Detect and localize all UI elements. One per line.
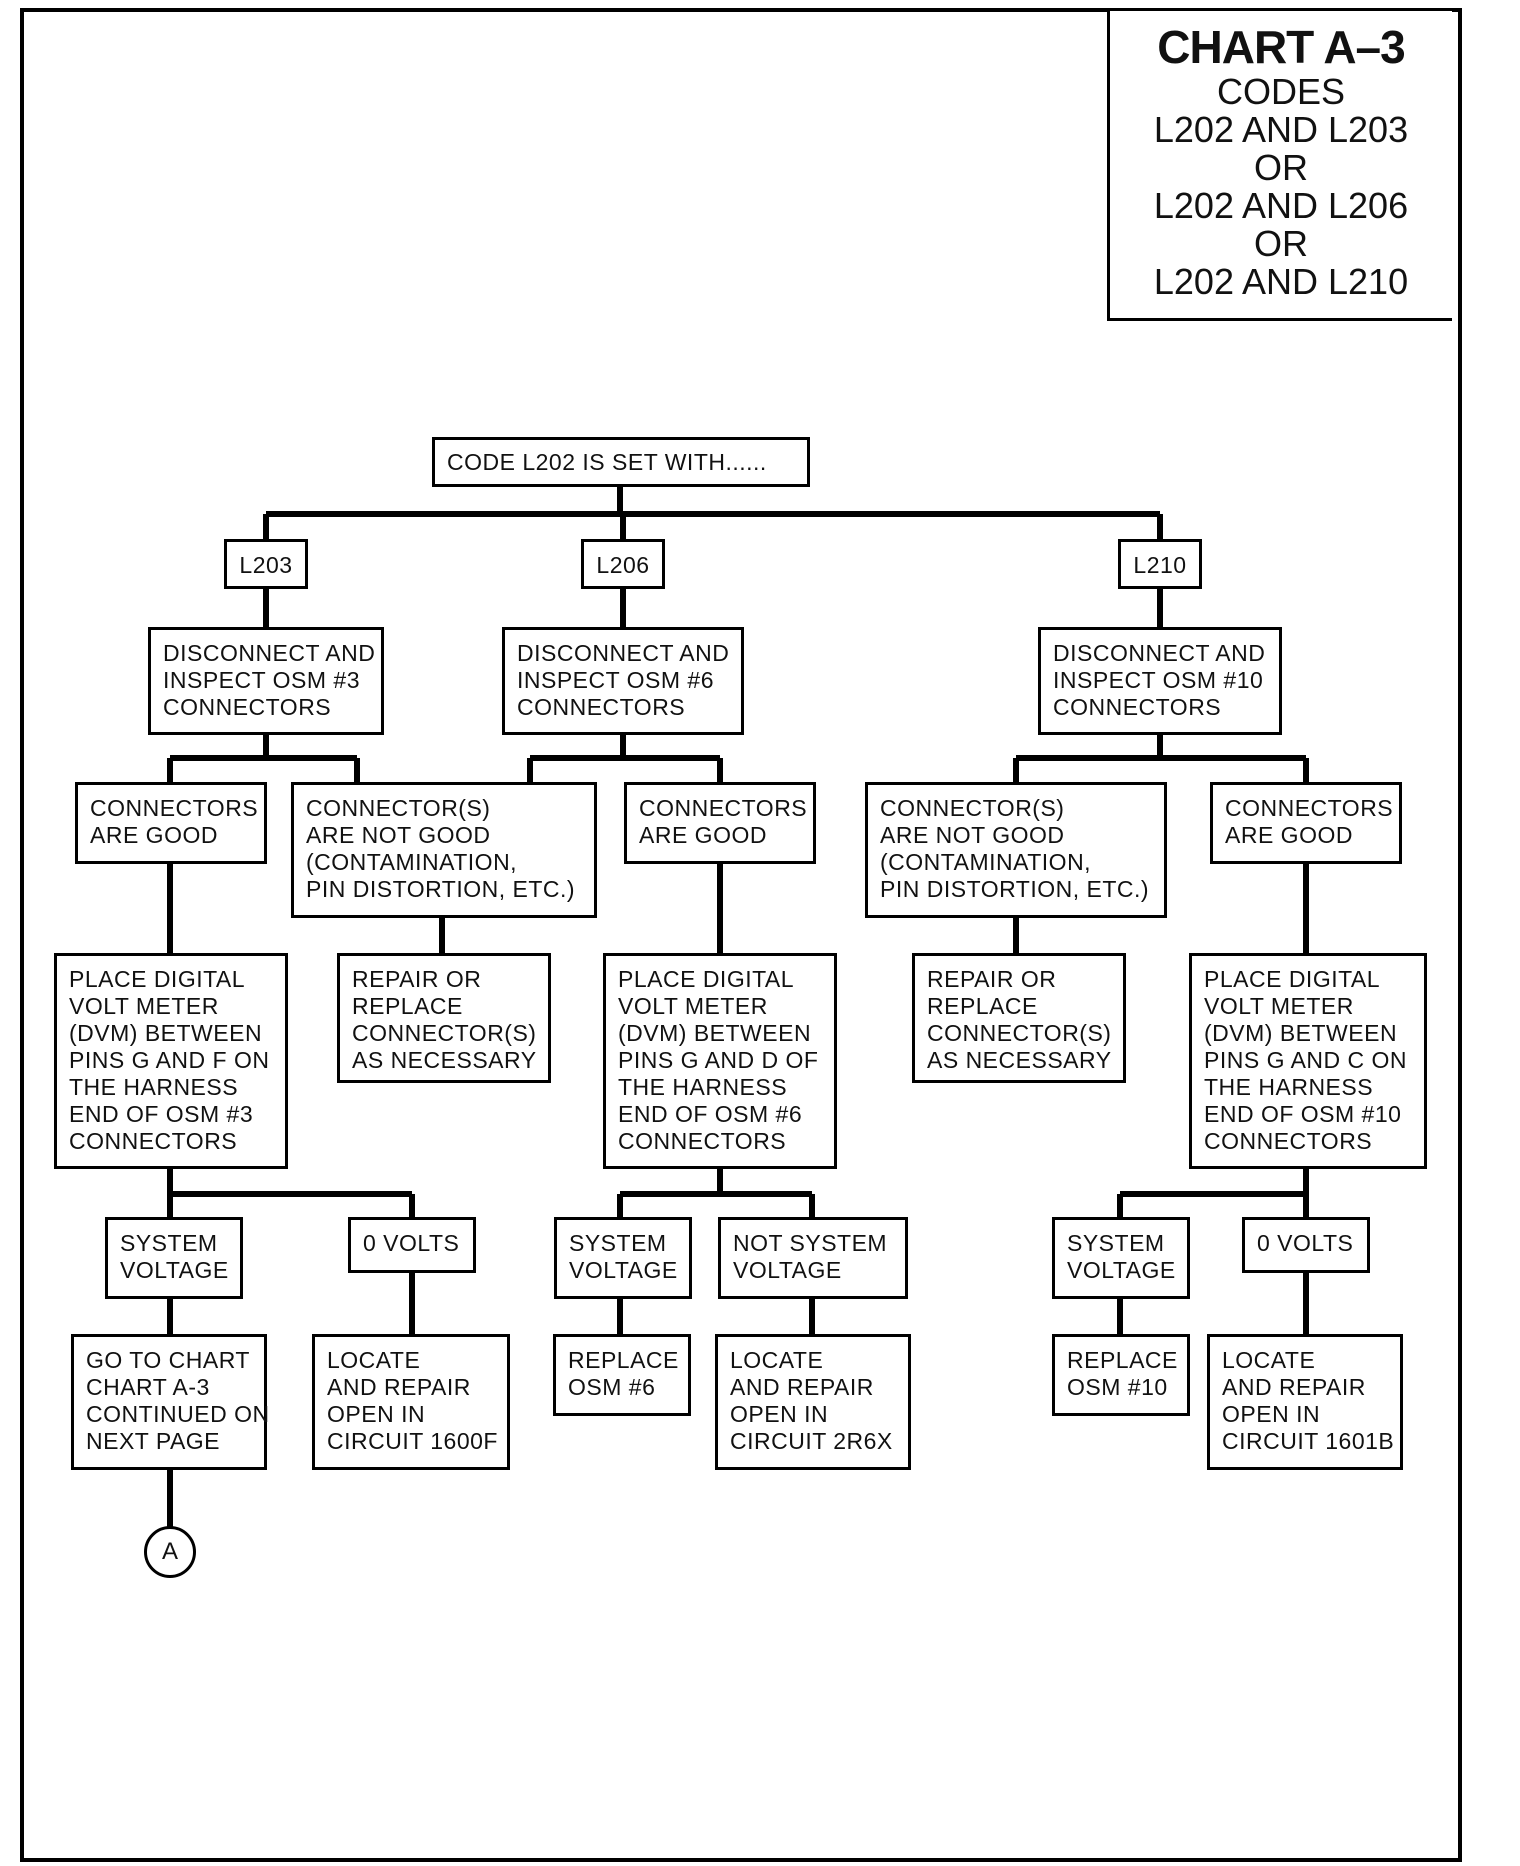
dvm-osm6-node: PLACE DIGITAL VOLT METER (DVM) BETWEEN P… xyxy=(603,953,837,1169)
title-line: OR xyxy=(1254,147,1308,188)
replace-osm6-node: REPLACE OSM #6 xyxy=(553,1334,691,1416)
code-l210-node: L210 xyxy=(1118,539,1202,589)
code-l206-node: L206 xyxy=(581,539,665,589)
code-l203-node: L203 xyxy=(224,539,308,589)
connectors-good-10-node: CONNECTORS ARE GOOD xyxy=(1210,782,1402,864)
title-line: L202 AND L206 xyxy=(1153,185,1409,226)
replace-osm10-node: REPLACE OSM #10 xyxy=(1052,1334,1190,1416)
title-line: L202 AND L210 xyxy=(1153,261,1409,302)
system-voltage-3-node: SYSTEM VOLTAGE xyxy=(105,1217,243,1299)
title-line: CODES xyxy=(1216,71,1346,112)
system-voltage-6-node: SYSTEM VOLTAGE xyxy=(554,1217,692,1299)
connectors-not-good-3-node: CONNECTOR(S) ARE NOT GOOD (CONTAMINATION… xyxy=(291,782,597,918)
locate-1601b-node: LOCATE AND REPAIR OPEN IN CIRCUIT 1601B xyxy=(1207,1334,1403,1470)
dvm-osm3-node: PLACE DIGITAL VOLT METER (DVM) BETWEEN P… xyxy=(54,953,288,1169)
zero-volts-3-node: 0 VOLTS xyxy=(348,1217,476,1273)
chart-title-box: CHART A–3 CODES L202 AND L203 OR L202 AN… xyxy=(1107,11,1452,321)
connectors-good-3-node: CONNECTORS ARE GOOD xyxy=(75,782,267,864)
page-border xyxy=(20,8,1462,1862)
connector-a-symbol: A xyxy=(144,1526,196,1578)
title-line: OR xyxy=(1254,223,1308,264)
inspect-osm6-node: DISCONNECT AND INSPECT OSM #6 CONNECTORS xyxy=(502,627,744,735)
repair-connector-3-node: REPAIR OR REPLACE CONNECTOR(S) AS NECESS… xyxy=(337,953,551,1083)
chart-title: CHART A–3 xyxy=(1157,21,1405,73)
inspect-osm10-node: DISCONNECT AND INSPECT OSM #10 CONNECTOR… xyxy=(1038,627,1282,735)
go-to-chart-node: GO TO CHART CHART A-3 CONTINUED ON NEXT … xyxy=(71,1334,269,1470)
connectors-good-6-node: CONNECTORS ARE GOOD xyxy=(624,782,816,864)
inspect-osm3-node: DISCONNECT AND INSPECT OSM #3 CONNECTORS xyxy=(148,627,384,735)
zero-volts-10-node: 0 VOLTS xyxy=(1242,1217,1370,1273)
repair-connector-10-node: REPAIR OR REPLACE CONNECTOR(S) AS NECESS… xyxy=(912,953,1126,1083)
connectors-not-good-10-node: CONNECTOR(S) ARE NOT GOOD (CONTAMINATION… xyxy=(865,782,1167,918)
locate-2r6x-node: LOCATE AND REPAIR OPEN IN CIRCUIT 2R6X xyxy=(715,1334,911,1470)
root-node: CODE L202 IS SET WITH...... xyxy=(432,437,810,487)
dvm-osm10-node: PLACE DIGITAL VOLT METER (DVM) BETWEEN P… xyxy=(1189,953,1427,1169)
system-voltage-10-node: SYSTEM VOLTAGE xyxy=(1052,1217,1190,1299)
locate-1600f-node: LOCATE AND REPAIR OPEN IN CIRCUIT 1600F xyxy=(312,1334,510,1470)
title-line: L202 AND L203 xyxy=(1153,109,1409,150)
not-system-voltage-6-node: NOT SYSTEM VOLTAGE xyxy=(718,1217,908,1299)
